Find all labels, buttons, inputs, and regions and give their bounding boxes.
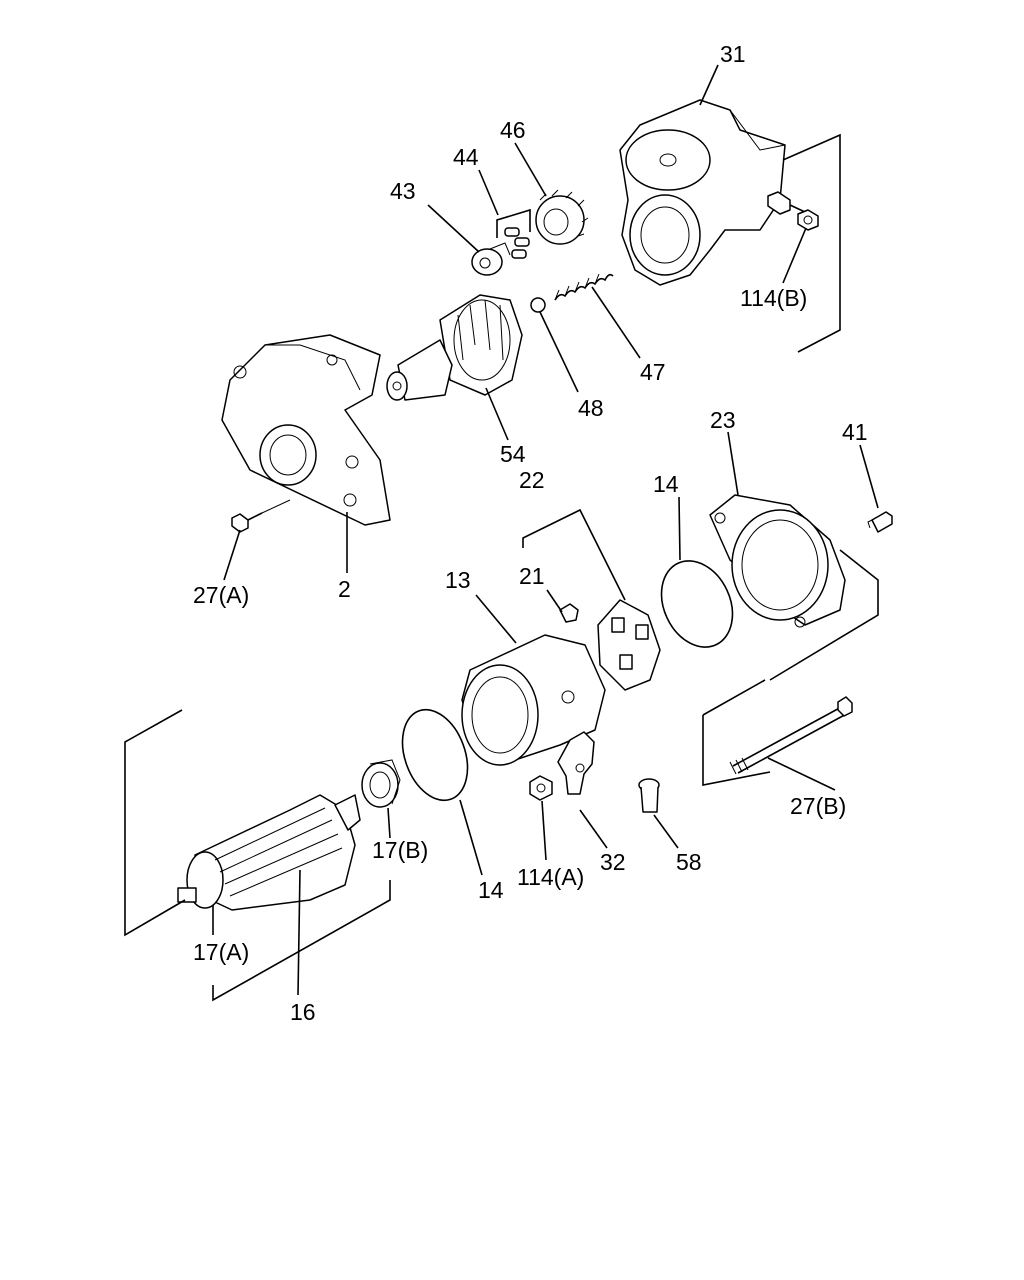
label-27a: 27(A) <box>193 582 249 608</box>
part-114a-nut <box>529 775 553 801</box>
label-32: 32 <box>600 849 626 875</box>
label-17a: 17(A) <box>193 939 249 965</box>
part-32-terminal <box>557 731 595 795</box>
part-27a-screw <box>231 499 291 533</box>
label-21: 21 <box>519 563 545 589</box>
label-31: 31 <box>720 41 746 67</box>
part-27b-bracket-top <box>702 679 766 716</box>
part-46-gear <box>535 189 589 245</box>
label-47: 47 <box>640 359 666 385</box>
label-17b: 17(B) <box>372 837 428 863</box>
part-27b-through-bolt <box>729 696 853 775</box>
part-41-screw <box>867 511 893 533</box>
part-58-bushing <box>638 778 660 813</box>
part-47-spring <box>554 273 614 301</box>
part-27b-bracket <box>702 715 771 786</box>
label-114a: 114(A) <box>517 864 584 890</box>
part-31-rear-housing <box>619 99 806 286</box>
label-2: 2 <box>338 576 351 602</box>
part-13-yoke <box>461 634 606 766</box>
label-114b: 114(B) <box>740 285 807 311</box>
part-31-bracket <box>782 133 841 353</box>
label-44: 44 <box>453 144 479 170</box>
label-58: 58 <box>676 849 702 875</box>
part-43-collar <box>471 242 511 276</box>
part-48-ring <box>530 297 546 313</box>
label-43: 43 <box>390 178 416 204</box>
label-16: 16 <box>290 999 316 1025</box>
part-22-brush-holder <box>597 599 661 691</box>
part-21-brush-spring <box>559 603 579 623</box>
label-14-upper: 14 <box>653 471 679 497</box>
part-14-oring-lower <box>401 708 469 802</box>
part-2-front-housing <box>221 334 391 526</box>
label-22: 22 <box>519 467 545 493</box>
label-46: 46 <box>500 117 526 143</box>
part-23-bracket <box>769 549 879 681</box>
part-54-clutch <box>386 294 523 401</box>
part-114b-nut <box>797 209 819 231</box>
part-16-armature <box>177 794 361 911</box>
part-16-left-bracket <box>124 709 186 937</box>
part-22-bracket <box>522 508 626 601</box>
part-14-oring-upper <box>660 560 734 648</box>
part-labels: 31 46 44 43 114(B) 47 48 54 23 41 22 14 … <box>193 41 868 1025</box>
part-17-bracket <box>212 880 391 1002</box>
label-27b: 27(B) <box>790 793 846 819</box>
leader-lines <box>212 64 879 996</box>
label-23: 23 <box>710 407 736 433</box>
label-13: 13 <box>445 567 471 593</box>
label-14-lower: 14 <box>478 877 504 903</box>
part-17b-bearing <box>361 759 401 808</box>
part-23-end-frame <box>709 494 846 628</box>
label-54: 54 <box>500 441 526 467</box>
label-48: 48 <box>578 395 604 421</box>
part-44-pins <box>496 208 531 259</box>
label-41: 41 <box>842 419 868 445</box>
